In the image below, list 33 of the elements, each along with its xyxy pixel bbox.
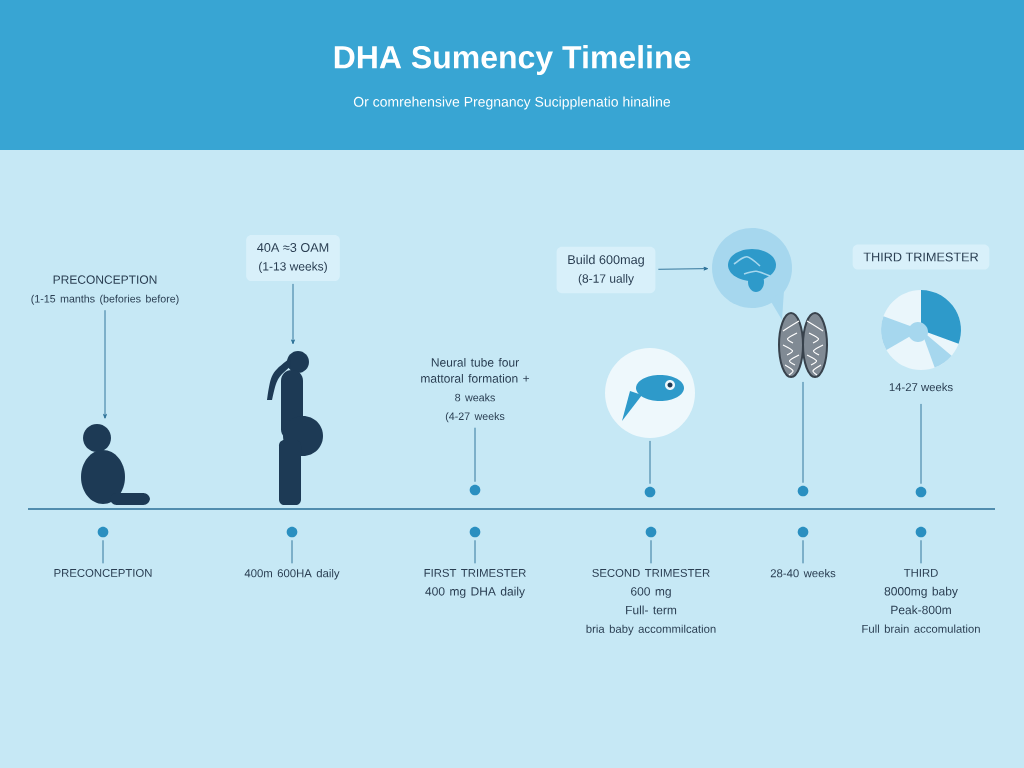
connector-line: [474, 539, 476, 564]
subtitle: Or comrehensive Pregnancy Sucipplenatio hinaline: [353, 96, 671, 110]
stage-note: Neural tube four mattoral formation + 8 weaks (4-27 weeks: [421, 357, 530, 423]
stage-label: SECOND TRIMESTER 600 mg Full- term bria baby accommilcation: [586, 568, 716, 636]
connector-line: [474, 427, 476, 483]
brain-bubble-drawing: [712, 228, 792, 320]
stage-label: PRECONCEPTION: [54, 568, 152, 577]
pregnant-woman-drawing: [267, 351, 323, 505]
label-box: Build 600mag (8-17 ually: [556, 246, 656, 294]
baby-silhouette-drawing: [81, 424, 150, 505]
stage-label: FIRST TRIMESTER 400 mg DHA daily: [424, 568, 526, 598]
stage-label: 28-40 weeks: [770, 568, 836, 578]
connector-line: [802, 381, 804, 484]
title: DHA Sumency Timeline: [334, 45, 691, 75]
connector-line: [291, 539, 293, 564]
connector-line: [920, 403, 922, 485]
label-box: 40A ≈3 OAM (1-13 weeks): [246, 235, 340, 281]
node-label: 14-27 weeks: [889, 382, 953, 392]
stage-note: PRECONCEPTION (1-15 manths (befories before): [31, 275, 179, 305]
connector-line: [802, 539, 804, 564]
arrow: [291, 283, 295, 345]
connector-line: [920, 539, 922, 564]
arrow: [103, 309, 107, 419]
brain-drawing: [778, 312, 828, 378]
label-box: THIRD TRIMESTER: [852, 244, 990, 270]
stage-label: THIRD 8000mg baby Peak-800m Full brain accomulation: [862, 568, 980, 633]
connector-line: [649, 440, 651, 485]
pie-chart-drawing: 14-27 weeks: [881, 290, 961, 392]
connector-line: [102, 539, 104, 564]
connector-line: [650, 539, 652, 564]
arrow: [657, 266, 709, 271]
stage-label: 400m 600HA daily: [244, 568, 340, 580]
fish-circle-drawing: [605, 348, 695, 438]
